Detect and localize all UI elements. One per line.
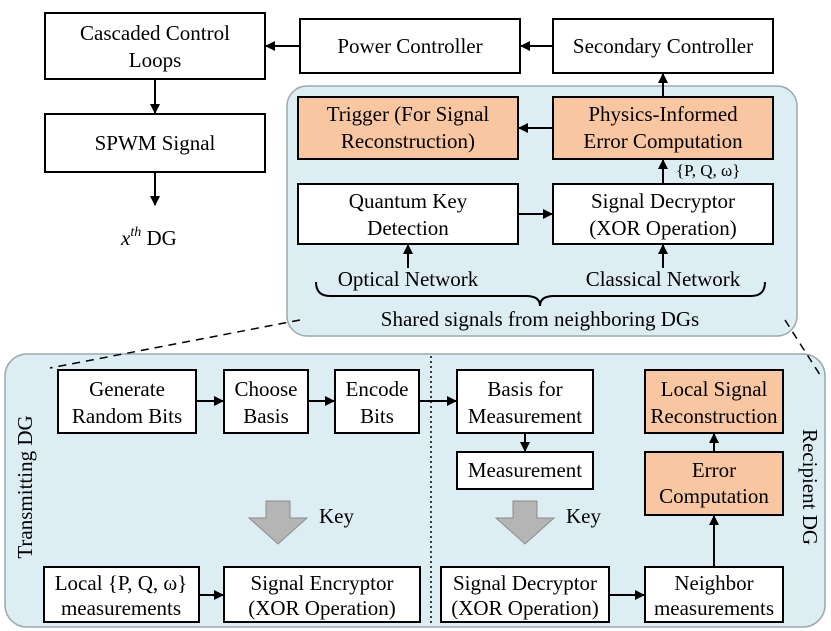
trigger-label-2: Reconstruction)	[341, 129, 475, 153]
signal-decryptor-top-label-2: (XOR Operation)	[589, 216, 737, 240]
quantum-key-label-2: Detection	[367, 216, 449, 240]
quantum-key-label-1: Quantum Key	[349, 189, 468, 213]
physics-informed-label-2: Error Computation	[583, 129, 743, 153]
physics-informed-box	[552, 96, 774, 160]
power-controller-box	[299, 18, 521, 74]
encode-label-1: Encode	[346, 377, 409, 401]
basis-measurement-box	[456, 369, 594, 434]
zoom-line-left	[49, 319, 301, 369]
secondary-controller-box	[552, 18, 774, 74]
spwm-signal-label: SPWM Signal	[95, 131, 216, 155]
cascaded-control-label-1: Cascaded Control	[80, 21, 230, 45]
power-controller-label: Power Controller	[337, 34, 482, 58]
generate-label-1: Generate	[89, 377, 165, 401]
local-measurements-box	[43, 566, 200, 623]
local-meas-label-2: measurements	[61, 596, 181, 620]
key-arrow-left	[247, 500, 309, 545]
measurement-box	[456, 451, 594, 490]
neighbor-label-2: measurements	[654, 596, 774, 620]
decryptor-label-1: Signal Decryptor	[453, 571, 597, 595]
cascaded-control-label-2: Loops	[129, 48, 182, 72]
key-arrow-right	[494, 500, 556, 545]
xth-dg-label: xth DG	[120, 225, 177, 250]
encode-bits-box	[334, 369, 420, 434]
physics-informed-label-1: Physics-Informed	[588, 102, 738, 126]
key-left-label: Key	[319, 504, 354, 528]
measurement-label: Measurement	[468, 458, 582, 482]
shared-signals-label: Shared signals from neighboring DGs	[381, 307, 699, 331]
choose-label-2: Basis	[243, 404, 289, 428]
encryptor-label-2: (XOR Operation)	[248, 596, 396, 620]
choose-label-1: Choose	[235, 377, 298, 401]
generate-label-2: Random Bits	[72, 404, 182, 428]
local-meas-label-1: Local {P, Q, ω}	[55, 571, 188, 595]
decryptor-label-2: (XOR Operation)	[451, 596, 599, 620]
basis-label-2: Measurement	[468, 404, 582, 428]
optical-network-label: Optical Network	[338, 267, 479, 291]
recipient-dg-label: Recipient DG	[798, 429, 822, 545]
key-right-label: Key	[566, 504, 601, 528]
transmitting-dg-panel	[4, 353, 826, 628]
classical-network-label: Classical Network	[586, 267, 741, 291]
neighbor-label-1: Neighbor	[674, 571, 753, 595]
error-label-1: Error	[692, 458, 736, 482]
local-signal-reconstruction-box	[644, 369, 784, 434]
neighbor-measurements-box	[644, 566, 784, 623]
zoom-line-right	[784, 319, 823, 379]
local-recon-label-2: Reconstruction	[650, 404, 778, 428]
generate-random-bits-box	[57, 369, 197, 434]
signal-decryptor-top-label-1: Signal Decryptor	[591, 189, 735, 213]
signal-decryptor-top-box	[552, 183, 774, 245]
pqw-signal-label: {P, Q, ω}	[676, 161, 740, 180]
basis-label-1: Basis for	[487, 377, 562, 401]
network-brace	[315, 281, 766, 307]
encryptor-label-1: Signal Encryptor	[251, 571, 394, 595]
transmitting-dg-label: Transmitting DG	[13, 415, 37, 558]
secondary-controller-label: Secondary Controller	[573, 34, 753, 58]
trigger-label-1: Trigger (For Signal	[327, 102, 490, 126]
encode-label-2: Bits	[360, 404, 394, 428]
signal-encryptor-box	[223, 566, 421, 623]
error-label-2: Computation	[659, 484, 769, 508]
local-recon-label-1: Local Signal	[661, 377, 768, 401]
